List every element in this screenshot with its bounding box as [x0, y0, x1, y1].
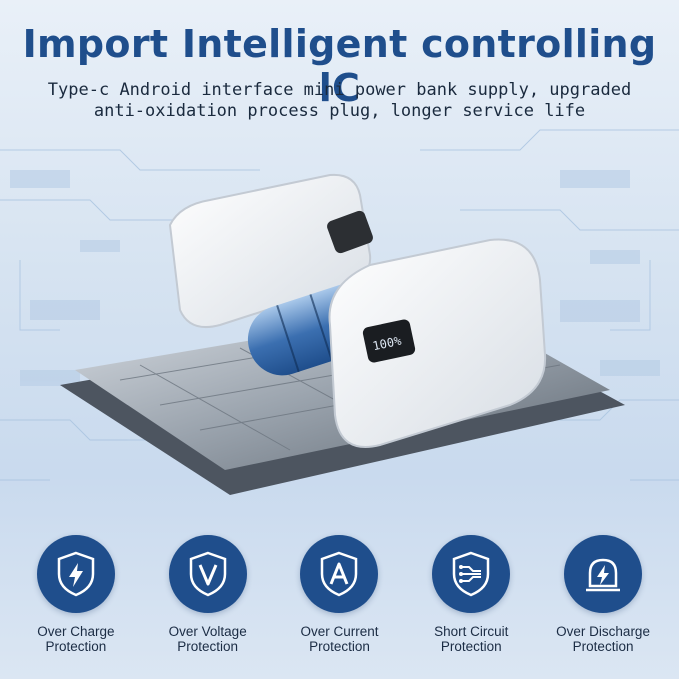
open-casing: [168, 173, 372, 329]
subtitle-line-2: anti-oxidation process plug, longer serv…: [93, 101, 586, 121]
circuit-shield-icon: [432, 535, 511, 613]
page-title: Import Intelligent controlling lC: [22, 22, 657, 110]
subtitle-line-1: Type-c Android interface mini power bank…: [47, 80, 632, 100]
power-bank-illustration: 100%: [60, 173, 625, 495]
alarm-lightning-icon: [564, 535, 643, 613]
led-readout: 100%: [371, 333, 403, 353]
power-bank-shell: [328, 238, 547, 448]
v-shield-icon: [168, 535, 247, 613]
led-display: [362, 319, 416, 363]
a-shield-icon: [300, 535, 379, 613]
lightning-shield-icon: [36, 535, 115, 613]
type-c-plug: [327, 210, 373, 254]
subtitle: Type-c Android interface mini power bank…: [0, 80, 679, 122]
